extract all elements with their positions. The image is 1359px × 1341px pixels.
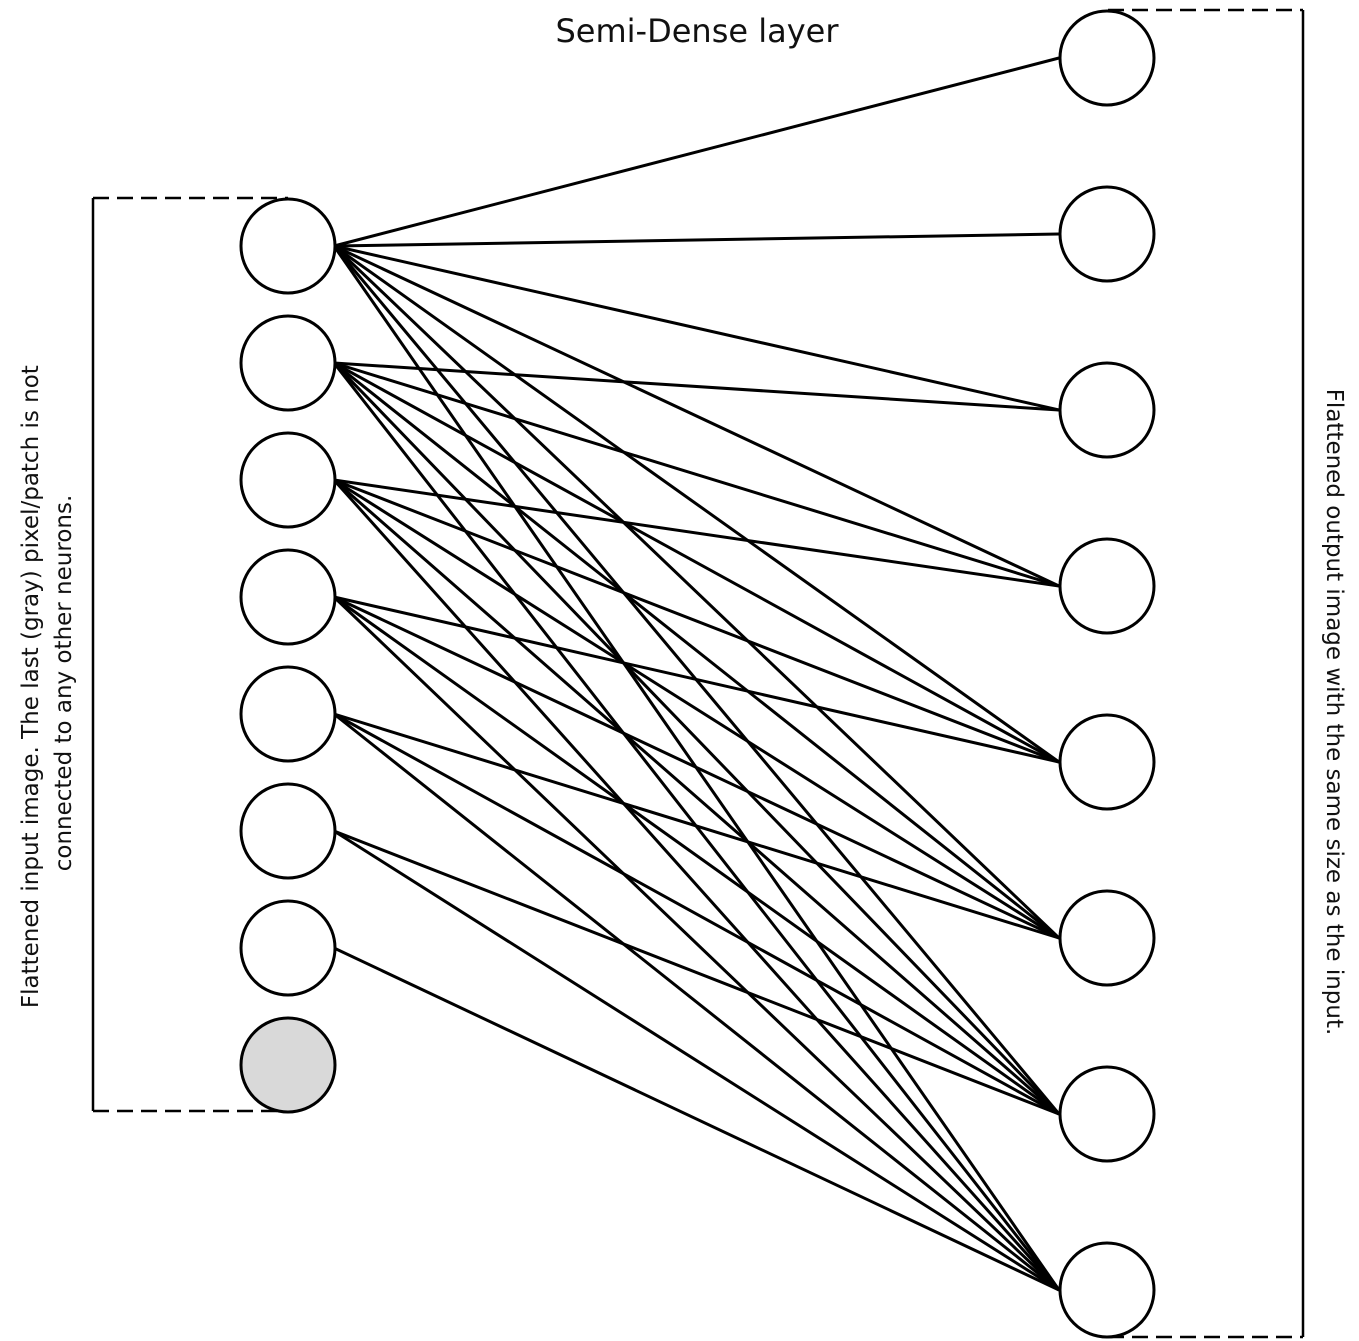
- connection-in-3-out-5: [333, 478, 1060, 764]
- diagram-title: Semi-Dense layer: [555, 12, 839, 50]
- connection-in-2-out-4: [333, 361, 1060, 588]
- input-neuron-in-2: [239, 314, 337, 412]
- connection-in-7-out-8: [333, 946, 1060, 1292]
- output-neuron-out-1: [1058, 9, 1156, 107]
- brackets-group: [91, 8, 1305, 1339]
- connection-in-4-out-6: [333, 595, 1060, 940]
- connection-in-5-out-8: [333, 712, 1060, 1292]
- connection-in-1-out-3: [333, 244, 1060, 412]
- output-label: Flattened output image with the same siz…: [1321, 389, 1347, 1036]
- connection-in-3-out-4: [333, 478, 1060, 588]
- output-neuron-out-4: [1058, 537, 1156, 635]
- input-neuron-in-6: [239, 782, 337, 880]
- connections-group: [332, 56, 1061, 1292]
- output-neuron-out-8: [1058, 1241, 1156, 1339]
- input-neuron-in-7: [239, 899, 337, 997]
- output-neuron-out-5: [1058, 713, 1156, 811]
- connection-in-1-out-4: [333, 244, 1060, 588]
- connection-in-5-out-7: [333, 712, 1060, 1116]
- output-neuron-out-6: [1058, 889, 1156, 987]
- connection-in-1-out-2: [333, 232, 1060, 248]
- output-neurons-group: [1058, 9, 1156, 1339]
- input-neuron-in-5: [239, 665, 337, 763]
- connection-in-2-out-7: [332, 361, 1061, 1116]
- input-label: Flattened input image. The last (gray) p…: [18, 358, 77, 1008]
- input-label-line-2: connected to any other neurons.: [51, 495, 77, 872]
- output-neuron-out-3: [1058, 361, 1156, 459]
- input-label-line-1: Flattened input image. The last (gray) p…: [18, 365, 44, 1008]
- connection-in-2-out-6: [333, 361, 1060, 940]
- connection-in-3-out-7: [333, 478, 1060, 1116]
- connection-in-3-out-8: [332, 478, 1061, 1292]
- connection-in-4-out-5: [333, 595, 1060, 764]
- output-neuron-out-7: [1058, 1065, 1156, 1163]
- connection-in-1-out-6: [332, 244, 1061, 940]
- input-neuron-in-4: [239, 548, 337, 646]
- input-neurons-group: [239, 197, 337, 1114]
- input-neuron-in-1: [239, 197, 337, 295]
- connection-in-2-out-5: [333, 361, 1060, 764]
- input-neuron-in-8: [239, 1016, 337, 1114]
- connection-in-1-out-5: [333, 244, 1060, 764]
- connection-in-1-out-1: [333, 56, 1060, 248]
- connection-in-6-out-8: [333, 829, 1060, 1292]
- connection-in-4-out-7: [333, 595, 1060, 1116]
- connection-in-3-out-6: [333, 478, 1060, 940]
- connection-in-5-out-6: [333, 712, 1060, 940]
- connection-in-4-out-8: [332, 595, 1061, 1292]
- output-neuron-out-2: [1058, 185, 1156, 283]
- connection-in-2-out-3: [333, 361, 1060, 412]
- connection-in-6-out-7: [333, 829, 1060, 1116]
- input-neuron-in-3: [239, 431, 337, 529]
